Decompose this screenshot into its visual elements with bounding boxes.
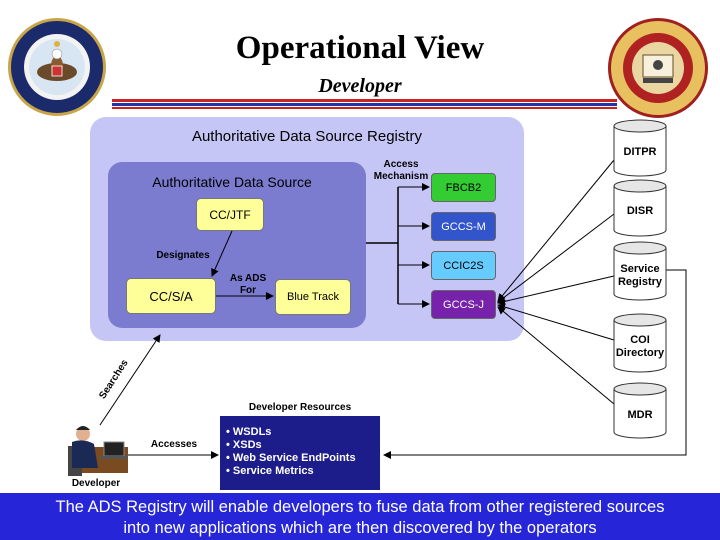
blue-track-box[interactable]: Blue Track: [275, 279, 351, 315]
searches-arrow: [99, 334, 161, 426]
cc-s-a-box[interactable]: CC/S/A: [126, 278, 216, 314]
header-stripe-blue: [112, 103, 617, 106]
disr-to-gccs-j: [497, 213, 615, 303]
ditpr-to-gccs-j: [497, 159, 615, 302]
page-subtitle: Developer: [318, 75, 402, 97]
ccic2s-box[interactable]: CCIC2S: [431, 251, 496, 280]
disr-label[interactable]: DISR: [626, 205, 654, 217]
developer-label: Developer: [71, 478, 121, 489]
resource-item: • WSDLs: [226, 426, 272, 438]
nii-seal-icon: [608, 18, 708, 118]
resource-item: • Service Metrics: [226, 465, 314, 477]
ditpr-cylinder-icon: [613, 119, 667, 177]
registry-to-gccs-j: [497, 275, 615, 306]
fbcb2-box[interactable]: FBCB2: [431, 173, 496, 202]
as-ads-label-2: For: [239, 285, 257, 296]
gccs-m-box[interactable]: GCCS-M: [431, 212, 496, 241]
developer-resources-box[interactable]: • WSDLs • XSDs • Web Service EndPoints •…: [220, 416, 380, 490]
mdr-to-gccs-j: [497, 306, 615, 405]
cc-jtf-box[interactable]: CC/JTF: [196, 198, 264, 231]
mdr-label[interactable]: MDR: [627, 409, 653, 421]
dod-seal-icon: [8, 18, 106, 116]
banner-line-1: The ADS Registry will enable developers …: [55, 498, 665, 516]
accesses-label: Accesses: [150, 439, 198, 450]
coi-to-gccs-j: [497, 303, 615, 341]
disr-cylinder-icon: [613, 179, 667, 237]
designates-arrow: [211, 230, 233, 277]
resource-item: • Web Service EndPoints: [226, 452, 356, 464]
gccs-j-box[interactable]: GCCS-J: [431, 290, 496, 319]
eagle-icon: [24, 34, 90, 100]
resource-item: • XSDs: [226, 439, 262, 451]
page-title: Operational View: [235, 30, 485, 66]
ads-title: Authoritative Data Source: [152, 174, 312, 190]
developer-icon: [68, 426, 128, 476]
developer-resources-title: Developer Resources: [248, 402, 352, 413]
header-stripe-red-2: [112, 107, 617, 109]
access-mechanism-label-2: Mechanism: [373, 171, 429, 182]
coi-directory-cylinder-icon: [613, 313, 667, 373]
ditpr-label[interactable]: DITPR: [623, 146, 657, 158]
summary-banner: The ADS Registry will enable developers …: [0, 493, 720, 540]
ads-registry-title: Authoritative Data Source Registry: [191, 128, 423, 145]
flag-emblem-icon: [623, 33, 693, 103]
service-registry-cylinder-icon: [613, 241, 667, 301]
header-stripe-red: [112, 99, 617, 102]
registry-to-resources-line: [383, 269, 687, 459]
as-ads-label-1: As ADS: [229, 273, 267, 284]
mdr-cylinder-icon: [613, 382, 667, 439]
designates-label: Designates: [156, 250, 210, 261]
access-mechanism-label-1: Access: [383, 159, 419, 170]
banner-line-2: into new applications which are then dis…: [123, 519, 597, 537]
